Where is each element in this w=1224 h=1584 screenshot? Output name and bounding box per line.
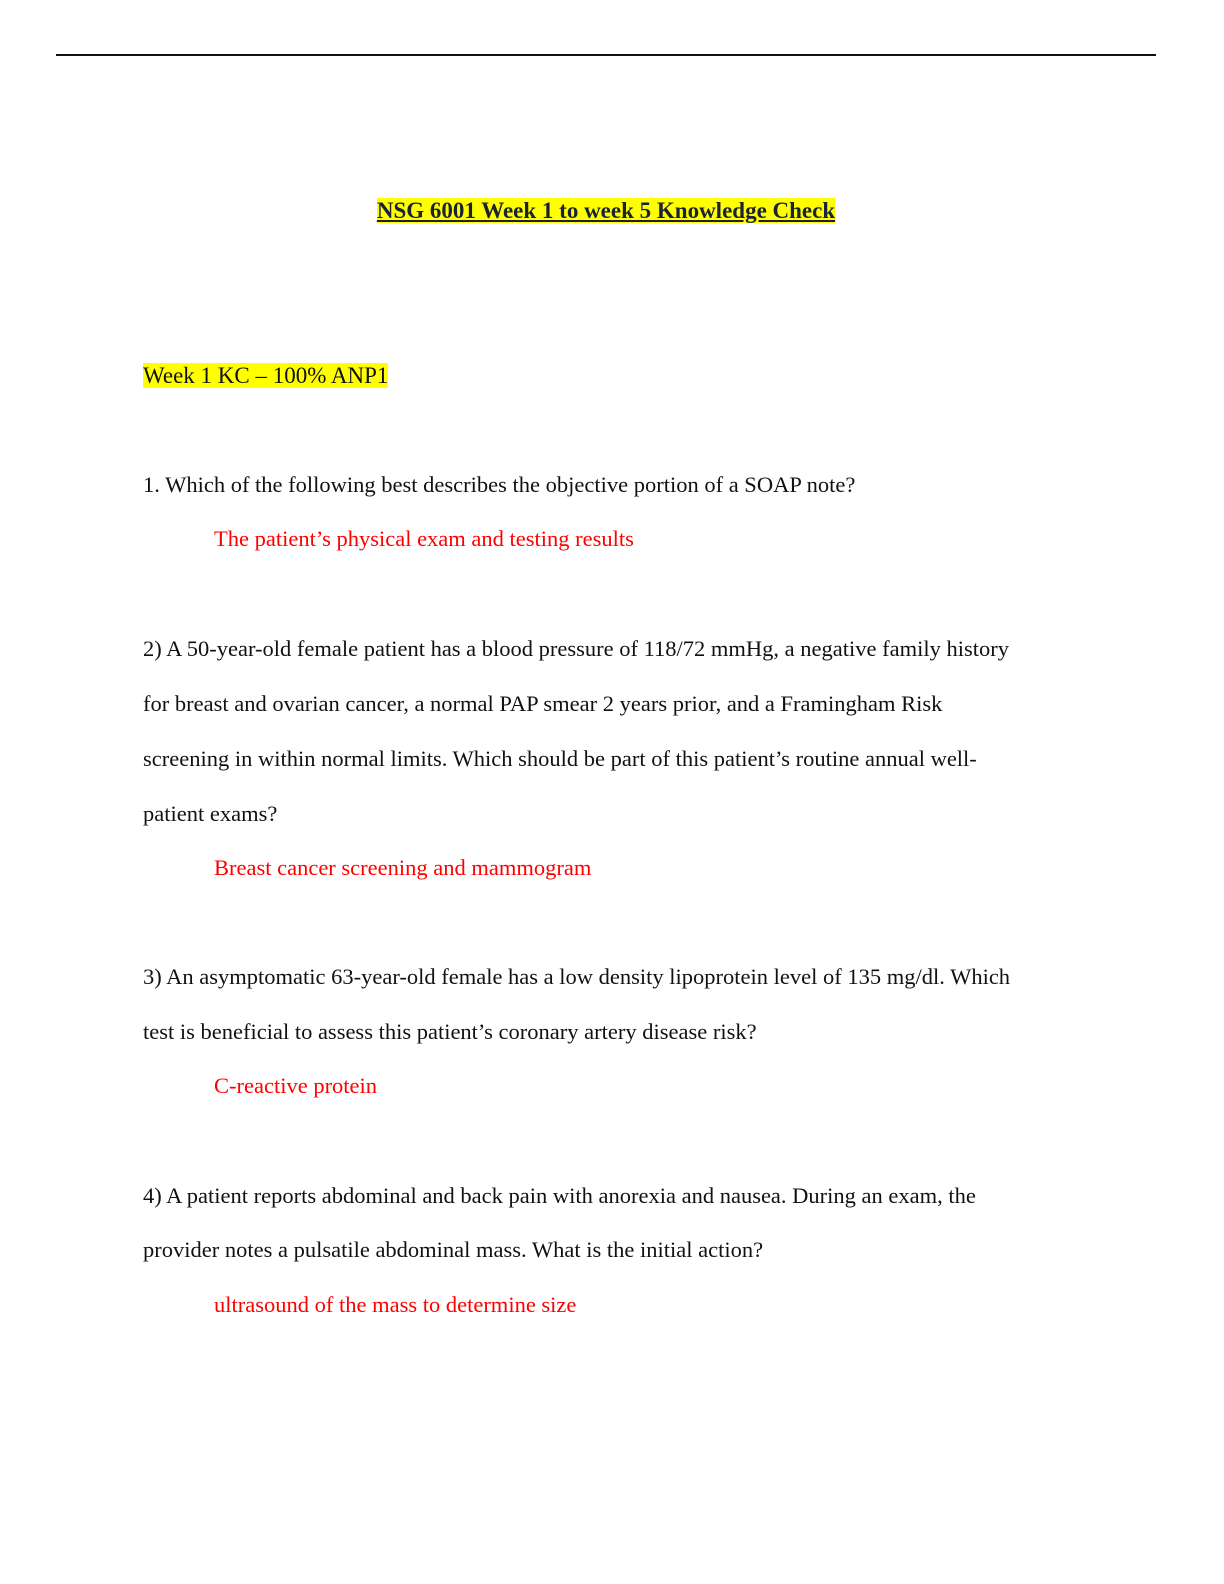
question-3-line-2: test is beneficial to assess this patien… (143, 1019, 757, 1044)
question-4-answer: ultrasound of the mass to determine size (214, 1292, 577, 1317)
question-2-answer: Breast cancer screening and mammogram (214, 855, 592, 880)
question-1-answer: The patient’s physical exam and testing … (214, 526, 634, 551)
document-title-text: NSG 6001 Week 1 to week 5 Knowledge Chec… (376, 198, 836, 223)
question-1-line-1: 1. Which of the following best describes… (143, 472, 856, 497)
section-heading: Week 1 KC – 100% ANP1 (143, 361, 389, 391)
question-3-answer: C-reactive protein (214, 1073, 378, 1098)
question-3-line-1: 3) An asymptomatic 63-year-old female ha… (143, 964, 1011, 989)
question-2-line-2: for breast and ovarian cancer, a normal … (143, 691, 943, 716)
document-title: NSG 6001 Week 1 to week 5 Knowledge Chec… (0, 196, 1212, 226)
question-2-line-4: patient exams? (143, 801, 278, 826)
question-4-line-1: 4) A patient reports abdominal and back … (143, 1183, 976, 1208)
question-2-line-1: 2) A 50-year-old female patient has a bl… (143, 636, 1009, 661)
top-rule-divider (56, 54, 1156, 56)
question-4-line-2: provider notes a pulsatile abdominal mas… (143, 1237, 764, 1262)
question-2-line-3: screening in within normal limits. Which… (143, 746, 977, 771)
section-heading-text: Week 1 KC – 100% ANP1 (143, 363, 389, 388)
